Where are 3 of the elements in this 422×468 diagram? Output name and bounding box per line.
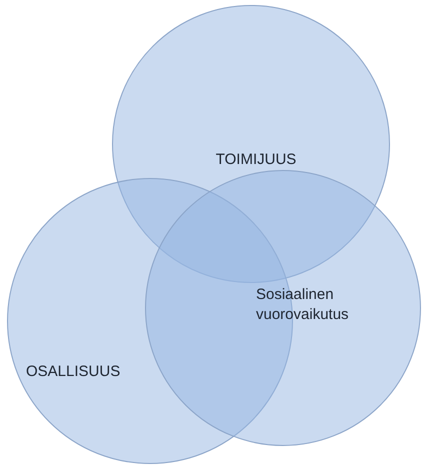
circle-label: OSALLISUUS bbox=[26, 362, 122, 382]
circle-label: TOIMIJUUS bbox=[214, 150, 298, 170]
circle-label: Sosiaalinen vuorovaikutus bbox=[256, 285, 350, 326]
